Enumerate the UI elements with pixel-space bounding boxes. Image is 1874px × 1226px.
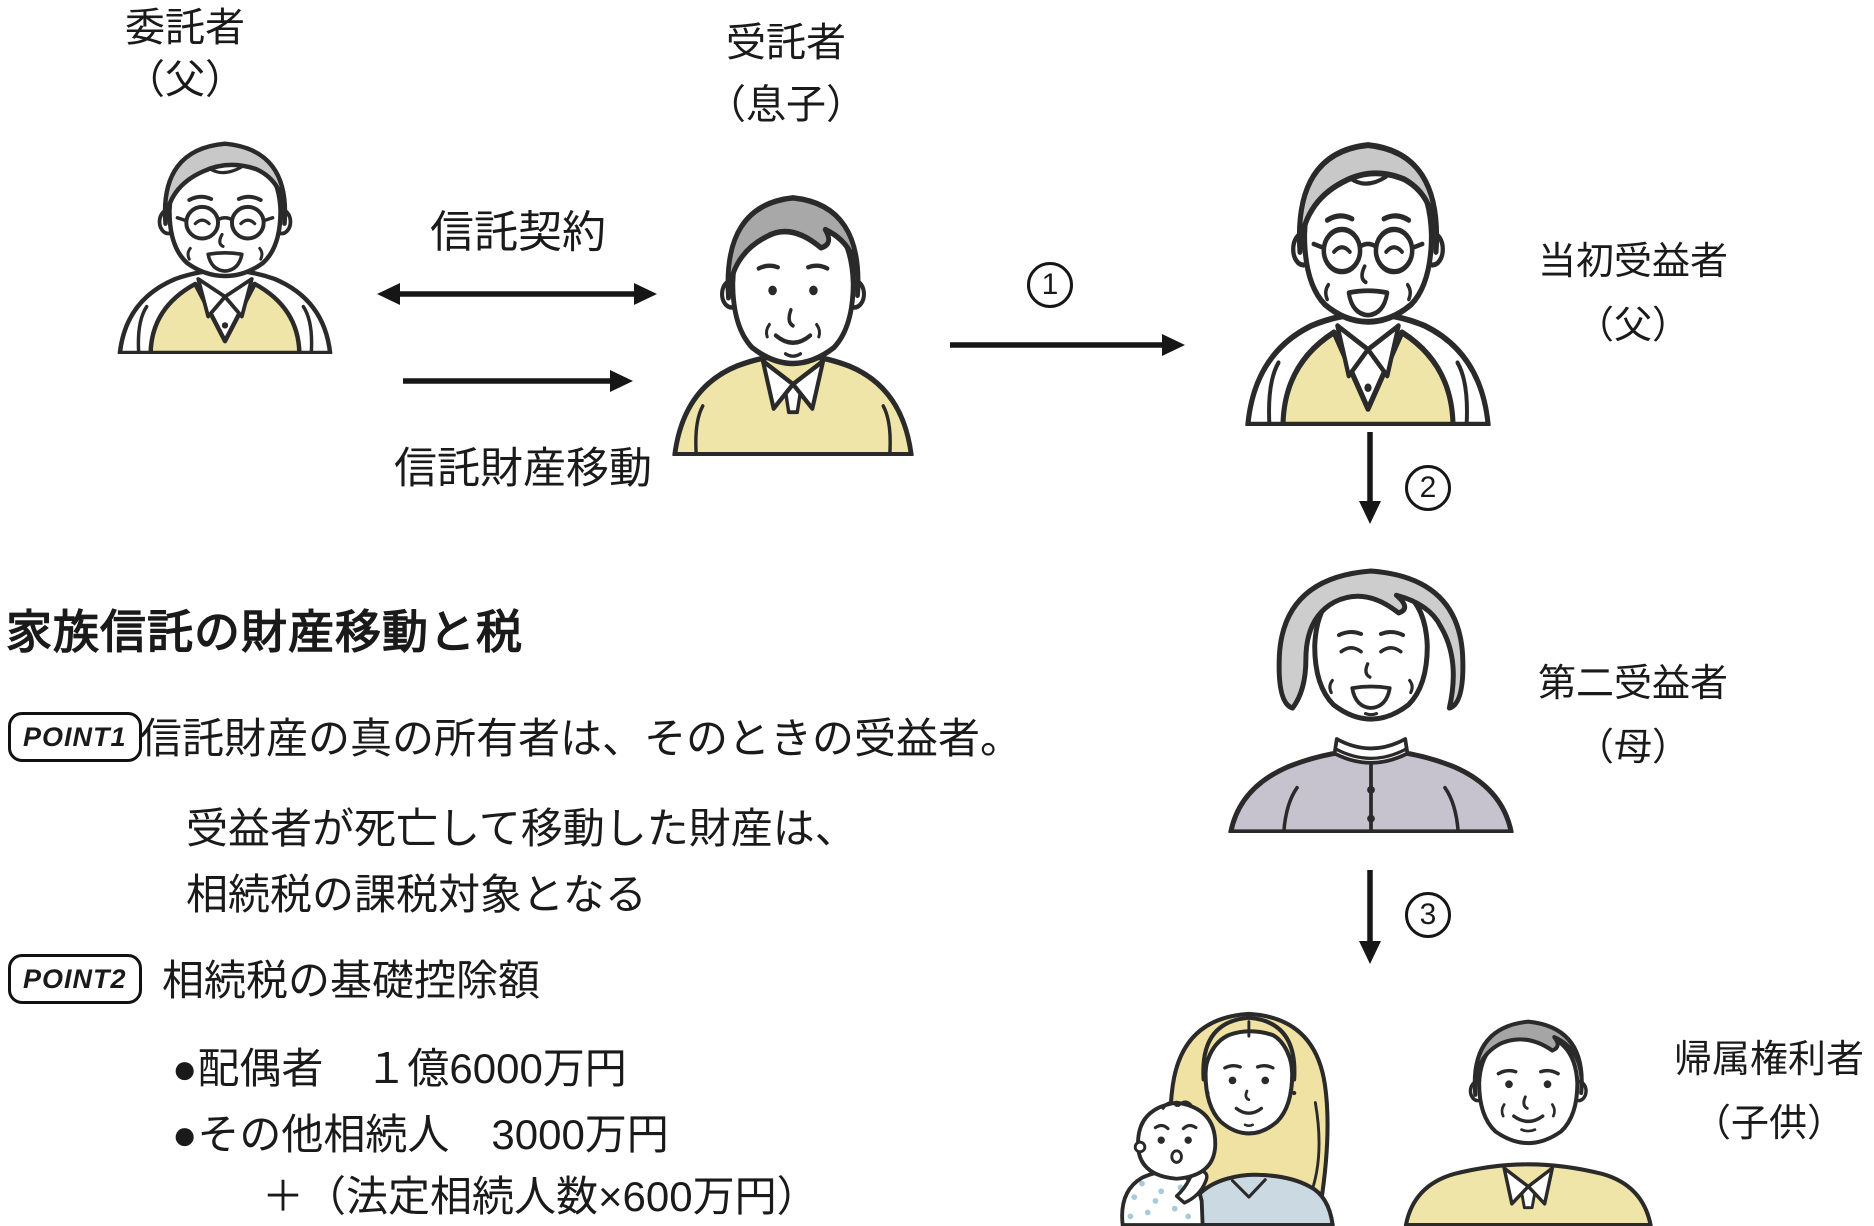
trustee-son-illustration [664,176,922,456]
point2-heading: 相続税の基礎控除額 [162,957,541,1004]
section-title: 家族信託の財産移動と税 [6,606,523,658]
residual-holder-person: （子供） [1692,1103,1845,1145]
consignor-role: 委託者 [125,6,245,50]
point1-line3: 相続税の課税対象となる [186,871,647,918]
step3-arrow [1359,870,1381,964]
initial-beneficiary-person: （父） [1575,305,1690,347]
trust-contract-label: 信託契約 [430,208,606,257]
trust-asset-transfer-arrow [403,370,633,392]
trustee-person: （息子） [706,83,866,127]
consignor-label: 委託者 （父） [35,2,335,106]
step1-arrow [950,334,1185,356]
point2-badge: POINT2 [8,954,142,1004]
point2-bullet2: ●その他相続人 3000万円 [172,1111,669,1158]
residual-holder-label: 帰属権利者 （子供） [1619,1028,1874,1156]
trust-asset-transfer-label: 信託財産移動 [394,445,652,493]
point2-bullet2-cont: ＋（法定相続人数×600万円） [262,1173,819,1220]
residual-holder-family-illustration [1088,985,1666,1226]
second-beneficiary-mother-illustration [1222,540,1520,833]
point1-badge: POINT1 [8,712,142,762]
step2-circle: 2 [1405,465,1451,511]
second-beneficiary-person: （母） [1575,727,1690,769]
step2-arrow [1359,432,1381,524]
step3-circle: 3 [1405,892,1451,938]
initial-beneficiary-role: 当初受益者 [1537,241,1728,283]
point1-line2: 受益者が死亡して移動した財産は、 [186,805,857,852]
trust-contract-arrow [377,283,657,305]
step1-circle: 1 [1027,262,1073,308]
point1-line1: 信託財産の真の所有者は、そのときの受益者。 [140,715,1023,762]
point2-bullet1: ●配偶者 １億6000万円 [172,1045,627,1092]
settlor-father-illustration [106,122,344,354]
trustee-label: 受託者 （息子） [636,12,936,136]
consignor-person: （父） [125,58,245,102]
initial-beneficiary-label: 当初受益者 （父） [1483,230,1783,358]
second-beneficiary-role: 第二受益者 [1537,663,1728,705]
initial-beneficiary-father-illustration [1232,116,1504,426]
second-beneficiary-label: 第二受益者 （母） [1483,652,1783,780]
trustee-role: 受託者 [726,21,846,65]
residual-holder-role: 帰属権利者 [1673,1039,1864,1081]
